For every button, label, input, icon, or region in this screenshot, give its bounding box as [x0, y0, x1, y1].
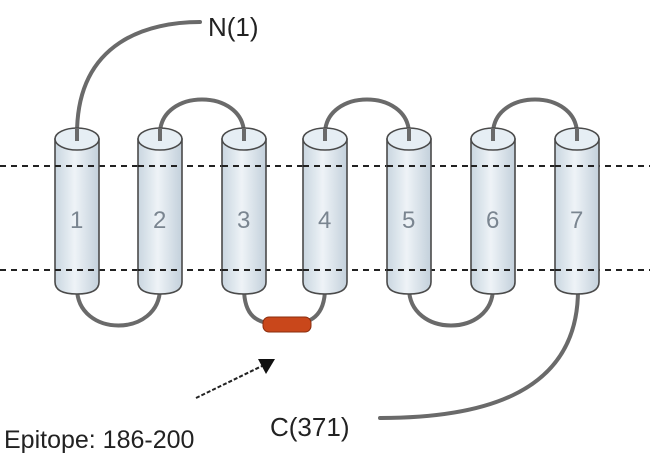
intracellular-loop-3 — [407, 286, 495, 328]
epitope-label: Epitope: 186-200 — [4, 426, 194, 454]
arrowhead-icon — [258, 359, 275, 374]
helix-number: 4 — [318, 207, 331, 234]
helix-number: 6 — [486, 207, 499, 234]
helix-number: 3 — [237, 207, 250, 234]
c-terminus-label: C(371) — [270, 412, 349, 442]
helix-3: 3 — [221, 127, 267, 295]
helix-number: 5 — [402, 207, 415, 234]
helix-5: 5 — [386, 127, 432, 295]
helix-number: 2 — [153, 207, 166, 234]
extracellular-loop-1 — [158, 97, 246, 136]
helix-2: 2 — [137, 127, 183, 295]
n-terminus-chain — [75, 20, 202, 136]
helices: 1 2 3 4 5 6 7 — [54, 127, 600, 295]
helix-6: 6 — [470, 127, 516, 295]
epitope-segment — [262, 316, 312, 333]
n-terminus-label: N(1) — [208, 12, 259, 42]
helix-number: 7 — [570, 207, 583, 234]
helix-1: 1 — [54, 127, 100, 295]
epitope-arrow-line — [195, 365, 263, 399]
extracellular-loop-2 — [323, 97, 411, 136]
helix-7: 7 — [554, 127, 600, 295]
extracellular-loop-3 — [491, 97, 579, 136]
intracellular-loop-1 — [75, 286, 162, 328]
helix-4: 4 — [302, 127, 348, 295]
c-terminus-chain — [378, 288, 580, 420]
helix-number: 1 — [70, 207, 83, 234]
